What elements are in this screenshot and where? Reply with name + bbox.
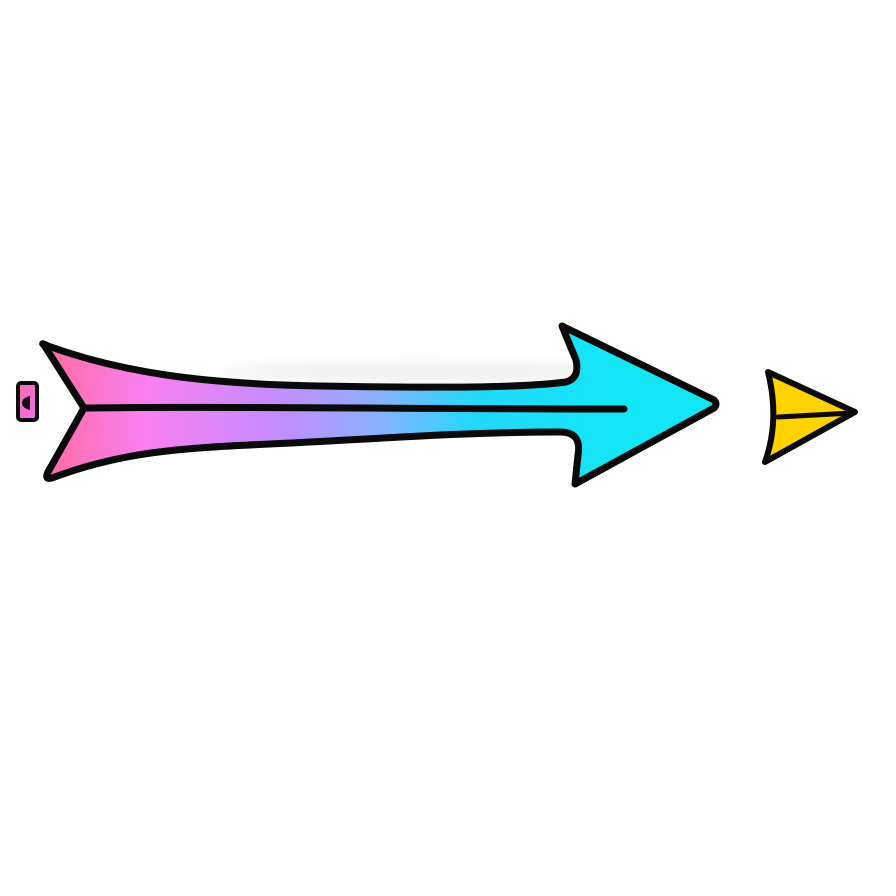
yellow-arrowhead-icon	[762, 369, 858, 465]
main-arrow	[39, 322, 720, 488]
shadow	[220, 362, 620, 382]
center-line	[82, 403, 628, 413]
small-marker-square	[16, 381, 39, 422]
